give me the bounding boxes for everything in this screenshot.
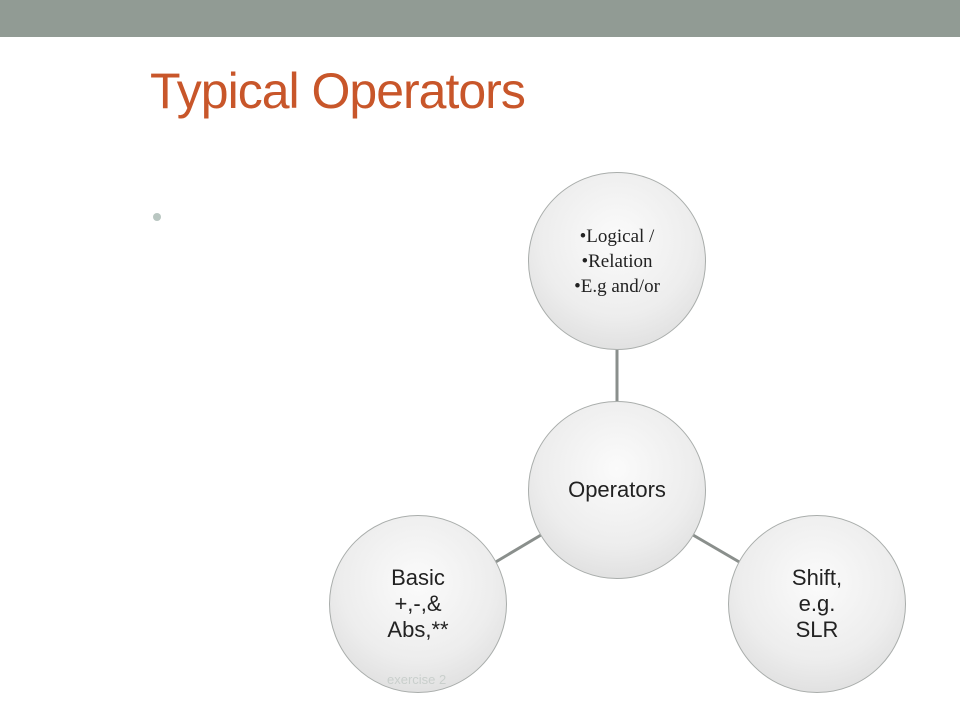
node-operators-label: Operators [568, 477, 666, 502]
node-shift-line-1: Shift, [791, 565, 843, 590]
slide-title: Typical Operators [150, 63, 526, 119]
empty-bullet [153, 213, 161, 221]
node-shift: Shift, e.g. SLR [728, 515, 906, 693]
top-accent-bar [0, 0, 960, 37]
node-basic-line-3: Abs,** [387, 617, 449, 642]
slide-footer: exercise 2 [387, 672, 447, 687]
node-logical-line-3: •E.g and/or [574, 275, 660, 297]
node-shift-line-3: SLR [795, 617, 839, 642]
node-basic-line-2: +,-,& [394, 591, 442, 616]
node-logical-relation: •Logical / •Relation •E.g and/or [528, 172, 706, 350]
node-basic-text: Basic +,-,& Abs,** [387, 565, 448, 643]
node-logical-line-1: •Logical / [579, 225, 655, 247]
node-basic-line-1: Basic [391, 565, 445, 590]
node-logical-line-2: •Relation [581, 250, 653, 272]
node-basic: Basic +,-,& Abs,** [329, 515, 507, 693]
node-logical-text: •Logical / •Relation •E.g and/or [574, 224, 660, 299]
connector-right [692, 533, 742, 565]
node-operators: Operators [528, 401, 706, 579]
connector-left [493, 533, 542, 565]
node-shift-line-2: e.g. [798, 591, 836, 616]
node-shift-text: Shift, e.g. SLR [792, 565, 842, 643]
